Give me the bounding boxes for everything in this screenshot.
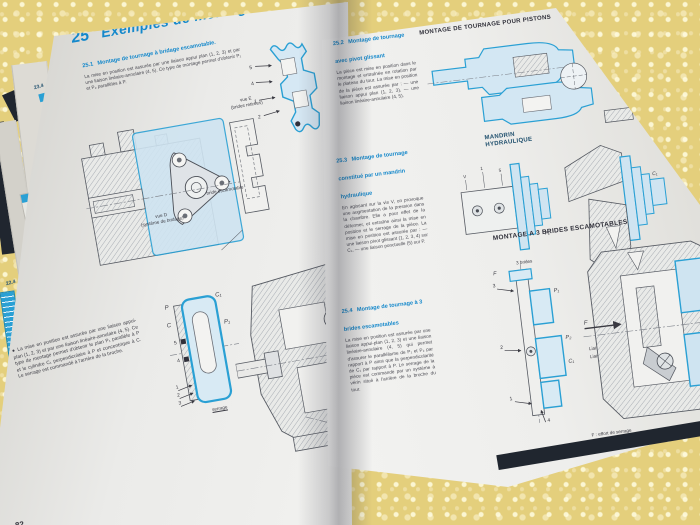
svg-text:5: 5 <box>249 65 253 71</box>
svg-text:F: F <box>584 320 589 326</box>
svg-text:2: 2 <box>177 392 181 398</box>
svg-text:P₁: P₁ <box>553 287 559 294</box>
bottom-note: ● La mise en position est assurée par un… <box>11 318 142 381</box>
section-25-4-body: La mise en position est assurée par une … <box>344 327 437 393</box>
svg-text:P₁: P₁ <box>224 319 231 326</box>
diagram-brides-section: F <box>583 240 700 420</box>
svg-text:3: 3 <box>178 400 182 406</box>
svg-text:5: 5 <box>174 340 178 346</box>
svg-text:2: 2 <box>258 114 262 120</box>
svg-text:P: P <box>164 305 169 312</box>
svg-text:2: 2 <box>500 345 504 351</box>
svg-text:P₁: P₁ <box>544 230 550 237</box>
left-page-content: 25 Exemples de montages 25.2 25.1 Montag… <box>12 2 352 525</box>
svg-text:3: 3 <box>492 283 496 289</box>
svg-text:C₁: C₁ <box>568 358 575 365</box>
section-25-2-heading: Montage de tournage avec pivot glissant <box>334 32 405 66</box>
section-25-2-number: 25.2 <box>332 39 345 48</box>
diagram-locating-bracket: 5 4 1 2 3 C₁ P₁ P C <box>164 292 240 407</box>
svg-text:4: 4 <box>177 358 181 364</box>
svg-text:C: C <box>166 323 172 330</box>
section-25-3: 25.3 Montage de tournage constitué par u… <box>335 140 429 255</box>
svg-text:1: 1 <box>509 396 513 402</box>
section-25-1-number: 25.1 <box>81 61 94 70</box>
svg-text:1: 1 <box>480 166 484 171</box>
section-25-3-heading: Montage de tournage constitué par un man… <box>338 149 409 201</box>
diagram-piston-mountings <box>427 42 634 125</box>
svg-text:C₁: C₁ <box>652 171 658 178</box>
section-25-3-number: 25.3 <box>335 157 348 165</box>
svg-text:1: 1 <box>254 99 258 105</box>
svg-text:C₁: C₁ <box>215 292 222 299</box>
svg-text:4: 4 <box>251 81 255 87</box>
diagram-brides-elevation: 3 2 1 4 F P₁ P₂ C₁ <box>492 263 575 424</box>
page-number: 82 <box>14 519 25 525</box>
svg-text:V: V <box>463 174 467 179</box>
label-serrage: serrage <box>211 404 228 413</box>
section-25-3-body: En agissant sur la vis V, on provoque un… <box>341 195 429 254</box>
svg-text:F: F <box>493 271 498 277</box>
svg-text:1: 1 <box>175 385 179 391</box>
right-page-content: 25.2 Montage de tournage avec pivot glis… <box>325 8 700 487</box>
diagram-stepped-part: 5 4 1 2 <box>249 42 321 133</box>
section-25-4: 25.4 Montage de tournage à 3 brides esca… <box>340 290 437 394</box>
svg-text:P₂: P₂ <box>565 334 572 341</box>
svg-text:4: 4 <box>547 418 551 424</box>
section-25-4-heading: Montage de tournage à 3 brides escamotab… <box>343 299 423 333</box>
section-25-4-number: 25.4 <box>341 307 353 316</box>
section-25-2-body: La pièce est mise en position dans le mo… <box>336 60 420 106</box>
diagram-main-cross-section <box>81 117 270 266</box>
svg-text:5: 5 <box>498 168 502 173</box>
